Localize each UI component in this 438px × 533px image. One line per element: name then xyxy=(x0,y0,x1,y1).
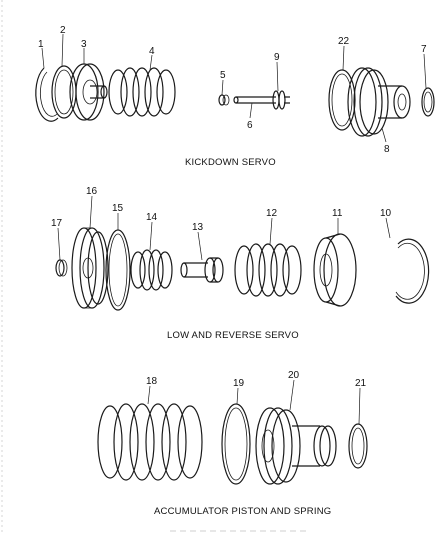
callout-13: 13 xyxy=(192,222,204,233)
callout-15: 15 xyxy=(112,203,124,214)
callout-2: 2 xyxy=(60,25,66,36)
callout-20: 20 xyxy=(288,370,300,381)
scan-edge-artifact xyxy=(1,0,310,533)
section-title-low-reverse-servo: LOW AND REVERSE SERVO xyxy=(167,330,299,341)
callout-22: 22 xyxy=(338,36,350,47)
callout-8: 8 xyxy=(384,144,390,155)
callout-21: 21 xyxy=(355,378,367,389)
kickdown-leader-lines xyxy=(41,33,427,143)
part-19-seal-ring xyxy=(221,403,251,485)
section-title-accumulator-piston-spring: ACCUMULATOR PISTON AND SPRING xyxy=(154,506,331,517)
part-13-servo-plug xyxy=(180,257,224,283)
part-15-seal-ring xyxy=(105,229,131,311)
part-18-accumulator-spring xyxy=(97,403,203,481)
callout-16: 16 xyxy=(86,186,98,197)
callout-17: 17 xyxy=(51,218,63,229)
part-21-small-seal-ring xyxy=(348,423,368,469)
callout-6: 6 xyxy=(247,120,253,131)
callout-1: 1 xyxy=(38,39,44,50)
section-title-kickdown-servo: KICKDOWN SERVO xyxy=(185,157,276,168)
callout-12: 12 xyxy=(266,208,278,219)
part-14-inner-spring xyxy=(130,249,173,291)
part-4-kickdown-spring xyxy=(108,67,176,117)
part-20-accumulator-piston xyxy=(255,407,337,485)
part-6-servo-rod xyxy=(233,90,290,110)
callout-7: 7 xyxy=(421,44,427,55)
callout-3: 3 xyxy=(81,39,87,50)
part-16-low-reverse-piston xyxy=(71,227,109,309)
callout-9: 9 xyxy=(274,52,280,63)
part-8-kickdown-piston-assembly xyxy=(347,67,411,137)
callout-18: 18 xyxy=(146,376,158,387)
callout-14: 14 xyxy=(146,212,158,223)
callout-10: 10 xyxy=(380,208,392,219)
callout-11: 11 xyxy=(332,208,343,219)
accumulator-leader-lines xyxy=(147,379,361,425)
part-12-outer-spring xyxy=(234,243,302,297)
part-3-kickdown-piston xyxy=(69,63,108,121)
part-11-spring-retainer xyxy=(313,233,357,307)
callout-19: 19 xyxy=(233,378,245,389)
part-7-small-seal-ring xyxy=(421,87,435,117)
part-10-snap-ring xyxy=(395,238,430,304)
part-1-snap-ring xyxy=(35,67,59,122)
part-22-seal-ring xyxy=(328,69,356,131)
part-2-seal-ring xyxy=(51,65,77,119)
callout-5: 5 xyxy=(220,70,226,81)
part-17-snap-ring xyxy=(55,259,68,277)
low-reverse-leader-lines xyxy=(57,195,391,261)
callout-4: 4 xyxy=(149,46,155,57)
part-5-retaining-clip xyxy=(218,94,230,106)
